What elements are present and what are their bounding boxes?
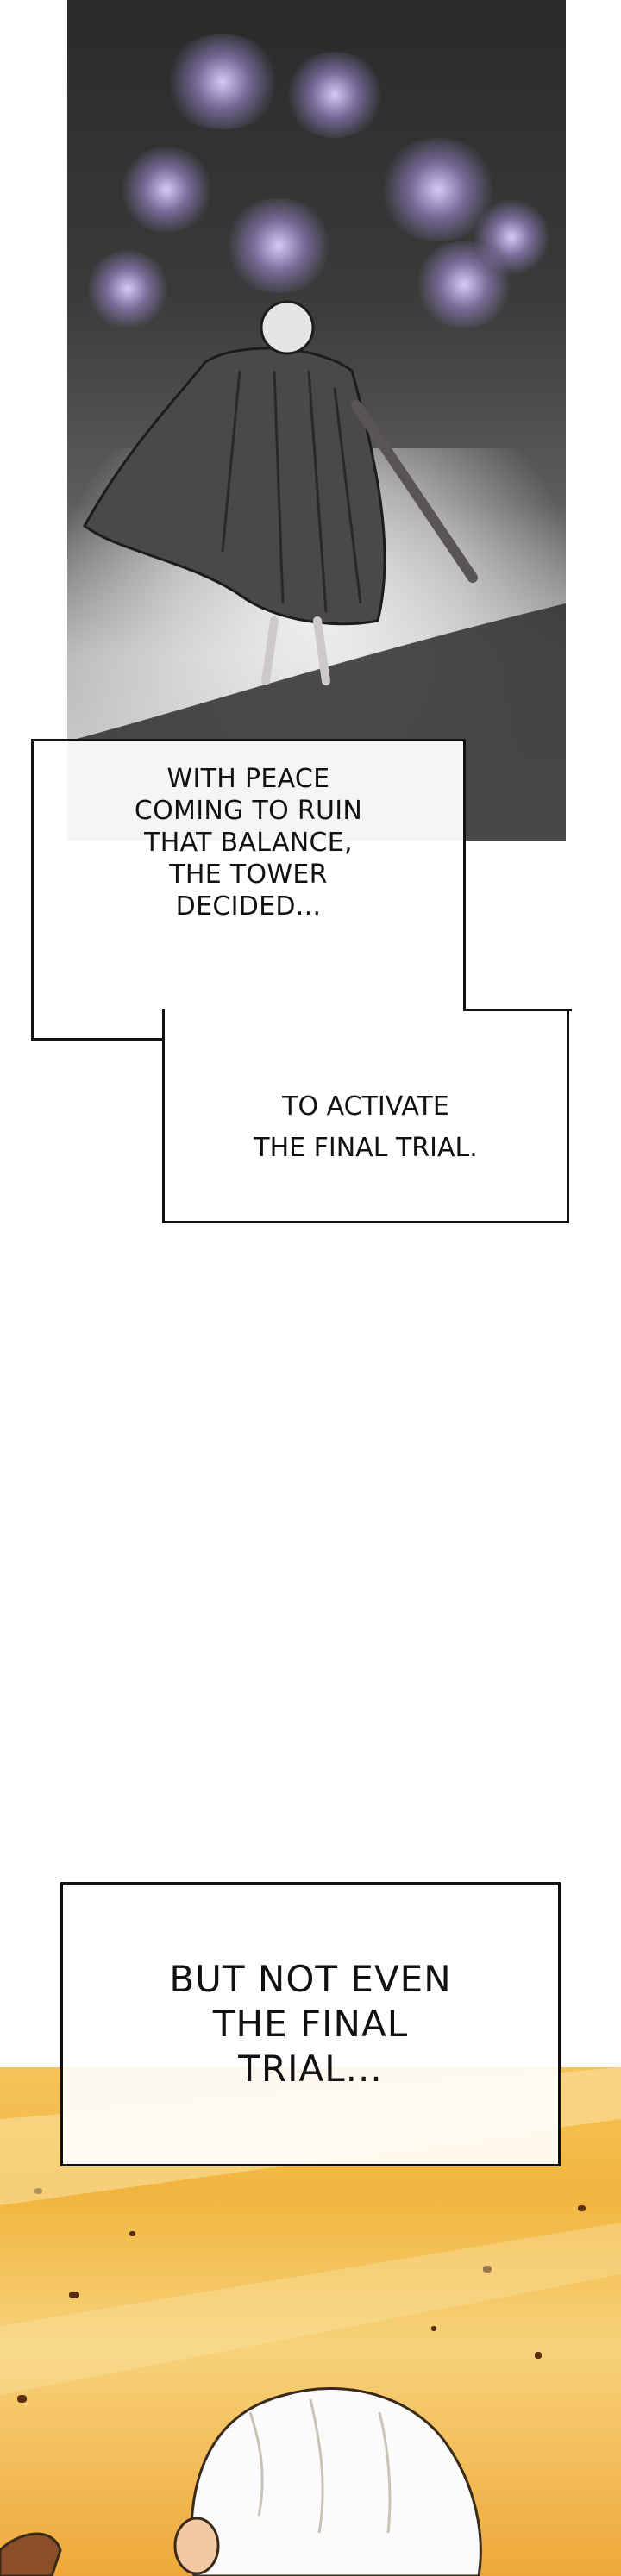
monster-glow — [162, 34, 283, 129]
narration-box-1: WITH PEACE COMING TO RUIN THAT BALANCE, … — [31, 739, 466, 1041]
ember — [69, 2292, 79, 2298]
ember — [578, 2205, 586, 2211]
bubble-edge — [463, 1009, 572, 1011]
monster-glow — [283, 52, 386, 138]
top-comic-panel — [67, 0, 566, 841]
monster-glow — [473, 198, 550, 276]
narration-box-3: BUT NOT EVEN THE FINAL TRIAL... — [60, 1882, 561, 2166]
monster-glow — [223, 198, 335, 293]
narration-text-3: BUT NOT EVEN THE FINAL TRIAL... — [169, 1958, 452, 2090]
bubble-joint — [165, 1006, 461, 1049]
ember — [431, 2326, 436, 2331]
ember — [535, 2352, 542, 2359]
monster-glow — [85, 250, 171, 328]
cloaked-figure — [67, 300, 566, 841]
ember — [483, 2266, 492, 2273]
ember — [129, 2231, 135, 2236]
monster-glow — [119, 147, 214, 233]
ember — [17, 2395, 27, 2403]
narration-text-2: TO ACTIVATE THE FINAL TRIAL. — [254, 1091, 478, 1163]
narration-text-1: WITH PEACE COMING TO RUIN THAT BALANCE, … — [134, 763, 363, 922]
